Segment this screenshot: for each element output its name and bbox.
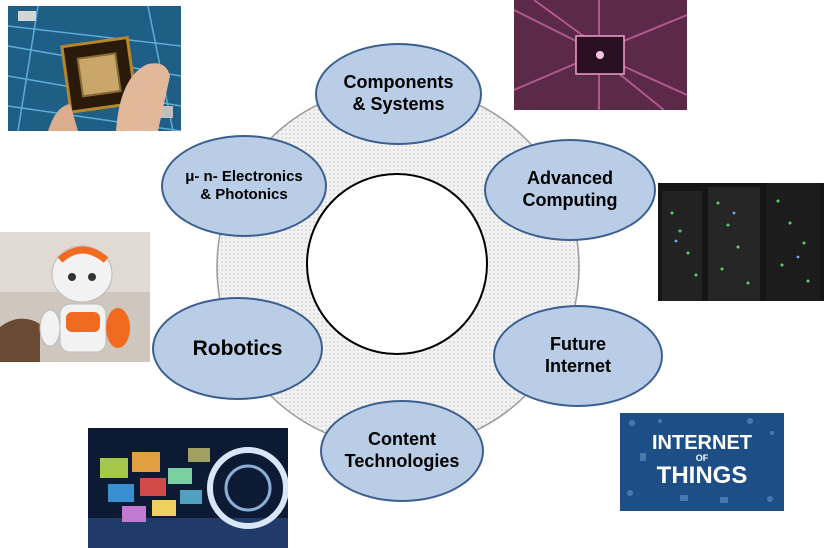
iot-line-2: OF: [695, 453, 709, 463]
iot-line-3: THINGS: [656, 462, 748, 489]
node-content-line1: Content: [368, 429, 436, 450]
circuit-board-photo: [514, 0, 687, 110]
node-components-line1: Components: [343, 72, 454, 93]
node-content-line2: Technologies: [344, 451, 460, 471]
node-electronics-line2: & Photonics: [200, 186, 288, 203]
node-components-systems: Components & Systems: [315, 43, 482, 145]
node-computing-line1: Advanced: [526, 168, 613, 189]
iot-title: INTERNET OF THINGS: [620, 433, 784, 488]
node-advanced-computing: Advanced Computing: [484, 139, 656, 241]
internet-of-things-graphic: INTERNET OF THINGS: [620, 413, 784, 511]
digital-content-photo: [88, 428, 288, 548]
node-robotics-line1: Robotics: [192, 336, 283, 360]
processor-chip-photo: [8, 6, 181, 131]
node-internet-line1: Future: [549, 334, 606, 355]
server-rack-photo: [658, 183, 824, 301]
node-electronics-line1: μ- n- Electronics: [185, 168, 303, 185]
iot-line-1: INTERNET: [652, 432, 752, 454]
node-future-internet: Future Internet: [493, 305, 663, 407]
node-electronics-photonics: μ- n- Electronics & Photonics: [161, 135, 327, 237]
node-components-line2: & Systems: [352, 94, 445, 114]
node-internet-line2: Internet: [544, 356, 611, 376]
node-robotics: Robotics: [152, 297, 323, 400]
humanoid-robot-photo: [0, 232, 150, 362]
center-circle: [306, 173, 488, 355]
node-content-technologies: Content Technologies: [320, 400, 484, 502]
node-computing-line2: Computing: [522, 190, 618, 210]
